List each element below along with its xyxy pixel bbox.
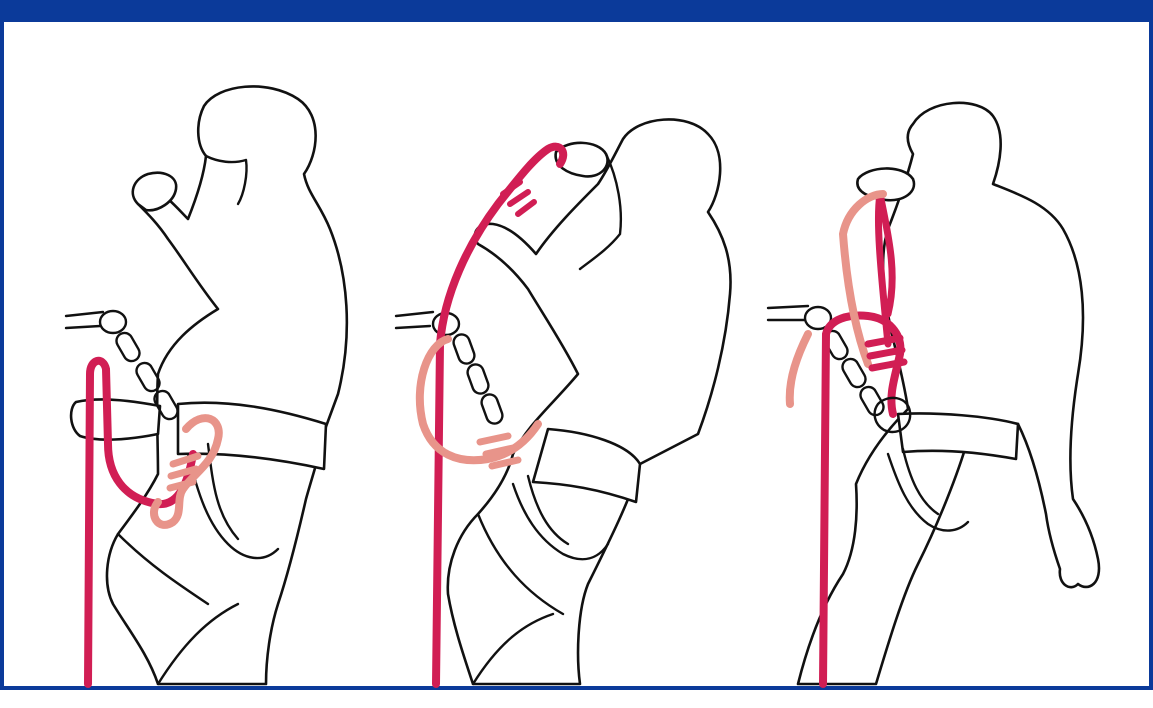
- panel-1: [66, 86, 347, 684]
- harness-belt: [898, 413, 1018, 459]
- anchor-bar: [66, 312, 103, 328]
- climber-body: [798, 103, 1099, 684]
- anchor-bar: [768, 306, 808, 320]
- anchor-bar: [396, 312, 433, 328]
- illustration-frame: [0, 0, 1153, 690]
- panel-2: [396, 119, 731, 684]
- chain-link: [100, 311, 126, 333]
- climber-lower-hand: [71, 399, 160, 439]
- chain-link: [134, 360, 163, 394]
- panel-3: [768, 103, 1099, 684]
- rope-tail: [790, 194, 883, 404]
- climber-body: [448, 119, 731, 684]
- rope-tie-in-illustration: [8, 44, 1153, 708]
- chain-link: [114, 330, 143, 364]
- chain-link: [465, 362, 490, 396]
- chain-link: [479, 392, 504, 426]
- chain-link: [451, 332, 476, 366]
